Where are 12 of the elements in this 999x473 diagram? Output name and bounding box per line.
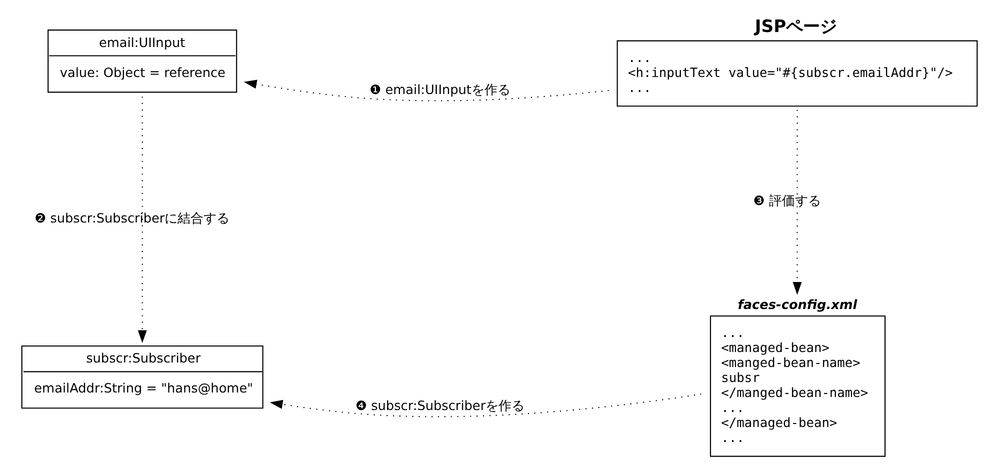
arrow (792, 110, 802, 295)
edge-label: ❹ subscr:Subscriberを作る (356, 398, 525, 414)
arrow (244, 80, 609, 102)
node-box: ... <h:inputText value="#{subscr.emailAddr}"/> ... (616, 40, 978, 107)
arrow (138, 96, 147, 344)
edge-label: ❷ subscr:Subscriberに結合する (34, 211, 230, 226)
node-box: ... <managed-bean> <manged-bean-name> subsr </manged-bean-name> ... </managed-bean> ... (710, 315, 886, 457)
arrow (270, 394, 702, 418)
edge-label: ❶ email:UIInputを作る (370, 82, 510, 98)
edge-label: ❸ 評価する (753, 194, 821, 210)
node-label: faces-config.xml (738, 298, 858, 314)
node-label: JSPページ (754, 17, 838, 37)
